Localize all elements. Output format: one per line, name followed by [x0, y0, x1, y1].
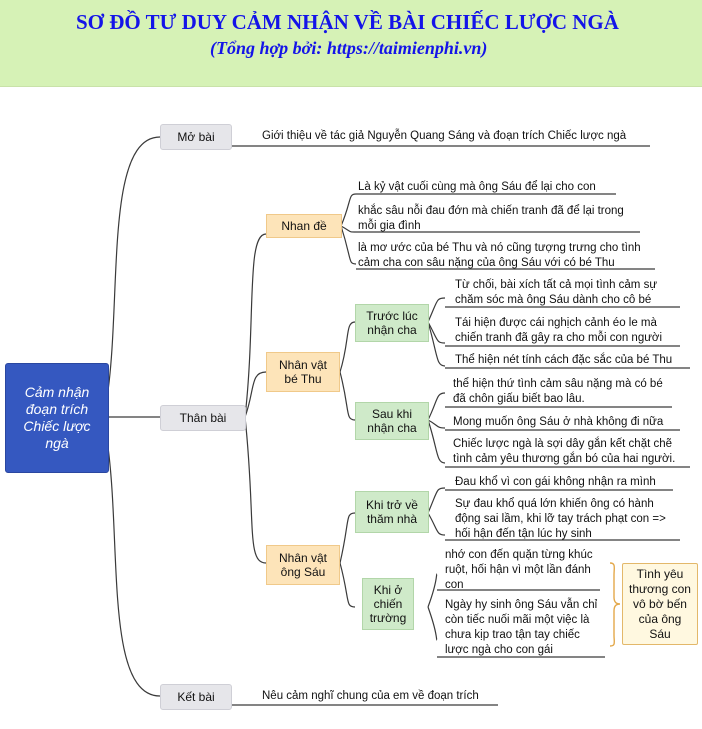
- leaf-tham-nha-2: Sự đau khổ quá lớn khiến ông có hành độn…: [455, 498, 666, 540]
- leaf-truoc-2: Tái hiện được cái nghịch cảnh éo le mà c…: [455, 317, 663, 344]
- leaf-chien-truong-1: nhớ con đến quặn từng khúc ruột, hối hận…: [445, 549, 593, 591]
- leaf-chien-truong-2: Ngày hy sinh ông Sáu vẫn chỉ còn tiếc nu…: [445, 599, 598, 656]
- leaf-nhan-de-1: Là kỷ vật cuối cùng mà ông Sáu để lại ch…: [358, 181, 596, 193]
- note-tinh-yeu-thuong: Tình yêu thương con vô bờ bến của ông Sá…: [622, 563, 698, 645]
- leaf-truoc-1: Từ chối, bài xích tất cả mọi tình cảm sự…: [455, 279, 658, 306]
- leaf-sau-1: thể hiện thứ tình cảm sâu nặng mà có bé …: [453, 378, 663, 405]
- node-be-thu: Nhân vật bé Thu: [266, 352, 340, 392]
- node-khi-tro-ve-tham-nha: Khi trở về thăm nhà: [355, 491, 429, 533]
- note-bracket: [609, 562, 621, 647]
- leaf-nhan-de-2: khắc sâu nỗi đau đớn mà chiến tranh đã đ…: [358, 205, 624, 232]
- leaf-ket-bai: Nêu cảm nghĩ chung của em về đoạn trích: [262, 690, 479, 702]
- connector-nhan-de: [244, 233, 267, 418]
- connector-mo-bai: [106, 136, 161, 399]
- leaf-truoc-3: Thể hiện nét tính cách đặc sắc của bé Th…: [455, 354, 673, 366]
- connector-ket-bai: [106, 439, 161, 697]
- center-topic: Cảm nhận đoạn trích Chiếc lược ngà: [5, 363, 109, 473]
- connector-be-thu: [244, 371, 267, 418]
- section-ket-bai: Kết bài: [160, 684, 232, 710]
- leaf-sau-2: Mong muốn ông Sáu ở nhà không đi nữa: [453, 416, 664, 428]
- leaf-mo-bai: Giới thiệu về tác giả Nguyễn Quang Sáng …: [262, 130, 627, 142]
- page-title: SƠ ĐỒ TƯ DUY CẢM NHẬN VỀ BÀI CHIẾC LƯỢC …: [76, 10, 619, 34]
- leaf-nhan-de-3: là mơ ước của bé Thu và nó cũng tượng tr…: [358, 242, 641, 269]
- section-mo-bai: Mở bài: [160, 124, 232, 150]
- leaf-sau-3: Chiếc lược ngà là sợi dây gắn kết chặt c…: [453, 438, 676, 465]
- connector-ong-sau: [244, 416, 267, 564]
- leaf-tham-nha-1: Đau khổ vì con gái không nhận ra mình: [455, 476, 656, 488]
- node-khi-o-chien-truong: Khi ở chiến trường: [362, 578, 414, 630]
- node-ong-sau: Nhân vật ông Sáu: [266, 545, 340, 585]
- node-truoc-luc-nhan-cha: Trước lúc nhận cha: [355, 304, 429, 342]
- node-nhan-de: Nhan đề: [266, 214, 342, 238]
- section-than-bai: Thân bài: [160, 405, 246, 431]
- header-banner: SƠ ĐỒ TƯ DUY CẢM NHẬN VỀ BÀI CHIẾC LƯỢC …: [0, 0, 702, 87]
- page-subtitle: (Tổng hợp bởi: https://taimienphi.vn): [210, 38, 488, 58]
- node-sau-khi-nhan-cha: Sau khi nhận cha: [355, 402, 429, 440]
